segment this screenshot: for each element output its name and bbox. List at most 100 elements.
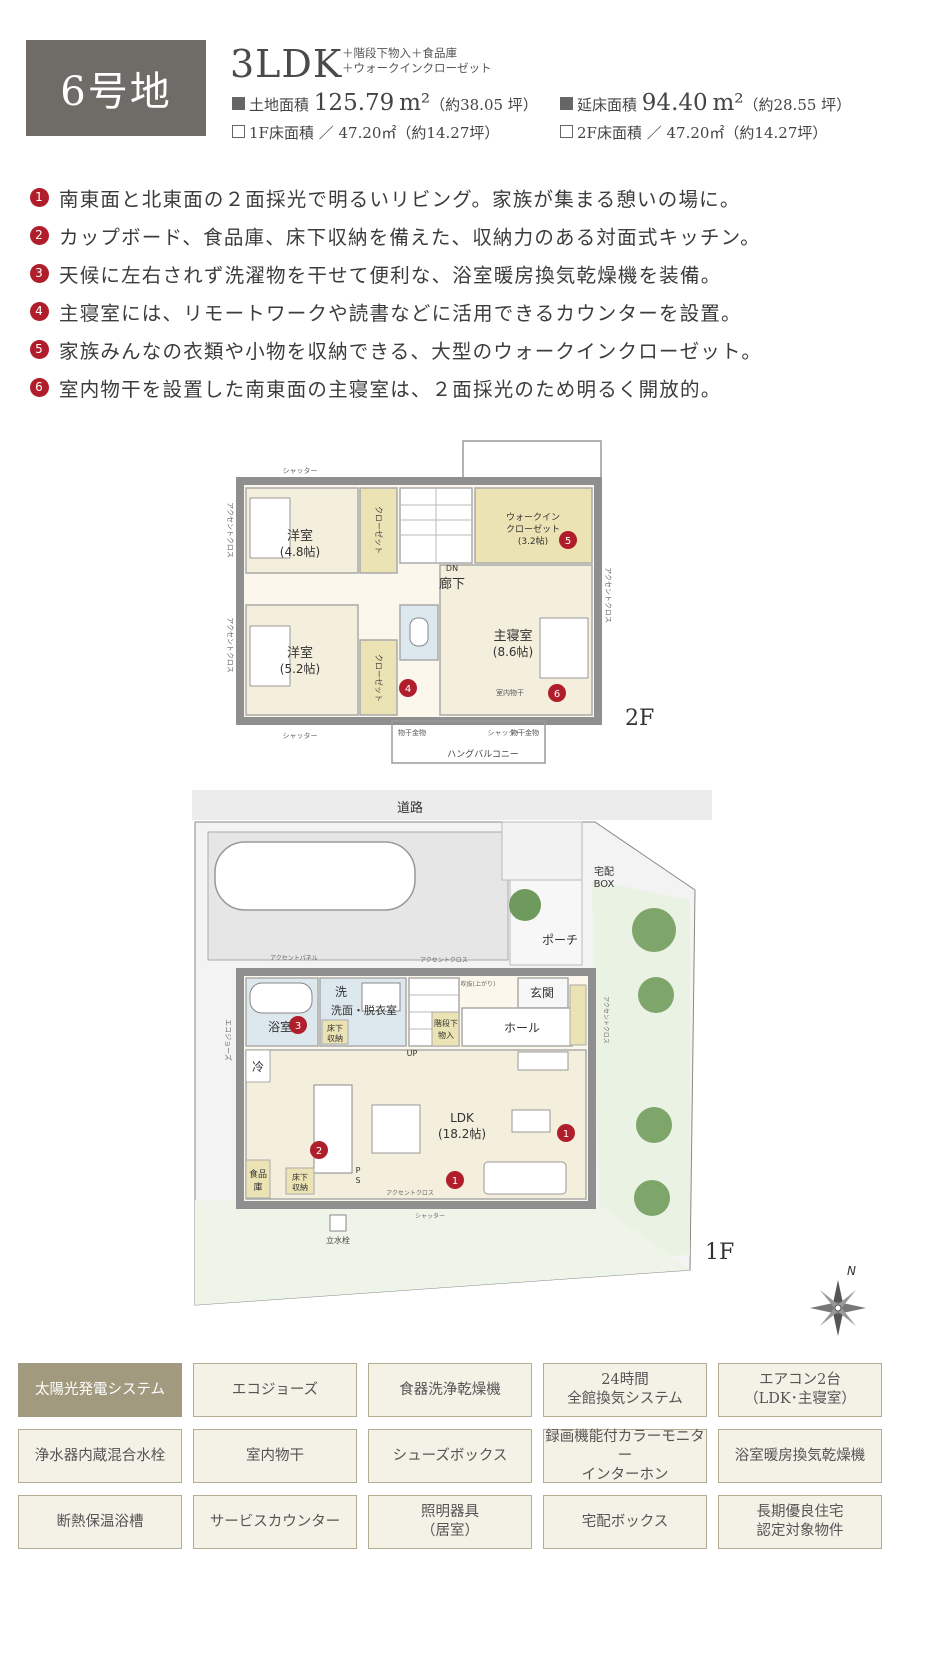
- ps-label-1: P: [356, 1166, 361, 1175]
- shutter-label: シャッター: [283, 731, 318, 740]
- tv-board-icon: [517, 1051, 569, 1071]
- room-a-size: (4.8帖): [280, 544, 320, 559]
- number-badge-icon: [557, 1124, 575, 1142]
- delivery-box-label-1: 宅配: [594, 865, 614, 878]
- empty-square-icon: [232, 125, 245, 138]
- land-area-unit: m²: [399, 90, 431, 116]
- hanging-balcony-label: ハングバルコニー: [447, 748, 519, 760]
- indoor-dry-label: 室内物干: [496, 688, 524, 697]
- equipment-item: 長期優良住宅 認定対象物件: [718, 1495, 882, 1549]
- ldk-label: LDK: [450, 1111, 475, 1125]
- number-badge-icon: [289, 1016, 307, 1034]
- equipment-item: サービスカウンター: [193, 1495, 357, 1549]
- floor1-area-row: 1F床面積 ／ 47.20㎡（約14.27坪）: [232, 122, 499, 143]
- equipment-item: エコジョーズ: [193, 1363, 357, 1417]
- number-badge-icon: 5: [30, 339, 49, 359]
- hall-label: ホール: [504, 1021, 540, 1035]
- feature-text: 室内物干を設置した南東面の主寝室は、２面採光のため明るく開放的。: [59, 377, 722, 401]
- floor1-area-text: 1F床面積 ／ 47.20㎡（約14.27坪）: [249, 124, 500, 142]
- equipment-item: 照明器具 （居室）: [368, 1495, 532, 1549]
- accent-cross-label: アクセントクロス: [386, 1190, 434, 1197]
- tree-icon: [509, 889, 541, 921]
- equipment-item: 24時間 全館換気システム: [543, 1363, 707, 1417]
- pantry: [245, 1159, 271, 1199]
- floor-plan-1f: 道路 アクセントパネル アクセントクロス アクセントクロス アクセントクロス エ…: [192, 790, 712, 1306]
- shoe-box: [569, 984, 587, 1046]
- road-area: [192, 790, 712, 820]
- plan-extra-line-2: ＋ウォークインクローゼット: [342, 61, 492, 75]
- feature-item: 5 家族みんなの衣類や小物を収納できる、大型のウォークインクローゼット。: [30, 330, 762, 368]
- compass-icon: N: [810, 1264, 866, 1336]
- bath-label: 浴室: [268, 1019, 292, 1034]
- underfloor-storage: [321, 1019, 349, 1045]
- shutter-label: シャッター: [283, 466, 318, 475]
- ps-label-2: S: [355, 1176, 360, 1185]
- feature-text: 家族みんなの衣類や小物を収納できる、大型のウォークインクローゼット。: [59, 339, 763, 363]
- badge-number: 3: [295, 1021, 301, 1032]
- number-badge-icon: [446, 1171, 464, 1189]
- equipment-item: エアコン2台 （LDK･主寝室）: [718, 1363, 882, 1417]
- equipment-item: 太陽光発電システム: [18, 1363, 182, 1417]
- total-floor-area-label: 延床面積: [577, 96, 638, 114]
- wic-label-2: クローゼット: [506, 523, 560, 535]
- badge-number: 4: [405, 684, 411, 695]
- feature-text: 南東面と北東面の２面採光で明るいリビング。家族が集まる憩いの場に。: [59, 187, 741, 211]
- entrance: [517, 977, 569, 1009]
- bathtub-icon: [249, 982, 313, 1014]
- number-badge-icon: 4: [30, 301, 49, 321]
- number-badge-icon: [310, 1141, 328, 1159]
- dining-table-icon: [371, 1104, 421, 1154]
- kitchen-counter: [313, 1084, 353, 1174]
- accent-cross-label: アクセントクロス: [602, 996, 609, 1044]
- underfloor-label-1: 床下: [327, 1023, 343, 1033]
- room-b-label: 洋室: [287, 645, 313, 661]
- floor-label-1f: 1F: [705, 1240, 735, 1265]
- feature-item: 1 南東面と北東面の２面採光で明るいリビング。家族が集まる憩いの場に。: [30, 178, 762, 216]
- up-label: UP: [407, 1049, 418, 1058]
- underfloor-label-2: 収納: [327, 1033, 343, 1043]
- feature-text: カップボード、食品庫、床下収納を備えた、収納力のある対面式キッチン。: [59, 225, 761, 249]
- shutter-label: シャッター: [415, 1212, 445, 1220]
- car-icon: [214, 841, 416, 911]
- feature-text: 主寝室には、リモートワークや読書などに活用できるカウンターを設置。: [59, 301, 742, 325]
- filled-square-icon: [232, 97, 245, 110]
- equipment-item: 室内物干: [193, 1429, 357, 1483]
- feature-list: 1 南東面と北東面の２面採光で明るいリビング。家族が集まる憩いの場に。 2 カップボ…: [30, 178, 762, 406]
- feature-text: 天候に左右されず洗濯物を干せて便利な、浴室暖房換気乾燥機を装備。: [59, 263, 722, 287]
- room-a-label: 洋室: [287, 528, 313, 544]
- total-floor-area-tsubo: （約28.55 坪）: [743, 96, 852, 114]
- hanger-label: 物干金物: [511, 728, 539, 737]
- number-badge-icon: 2: [30, 225, 49, 245]
- equipment-item: 浄水器内蔵混合水栓: [18, 1429, 182, 1483]
- delivery-box-label-2: BOX: [594, 879, 615, 890]
- washbasin-icon: [361, 982, 401, 1012]
- tree-icon: [638, 977, 674, 1013]
- hall: [461, 1007, 573, 1047]
- equipment-item: シューズボックス: [368, 1429, 532, 1483]
- land-area-tsubo: （約38.05 坪）: [430, 96, 538, 114]
- number-badge-icon: [559, 531, 577, 549]
- badge-number: 1: [563, 1129, 569, 1140]
- top-balcony-outline: [462, 440, 602, 482]
- outdoor-faucet-icon: [329, 1214, 347, 1232]
- total-floor-area-value: 94.40: [641, 90, 708, 116]
- number-badge-icon: 3: [30, 263, 49, 283]
- total-floor-area-unit: m²: [712, 90, 744, 116]
- compass-north-label: N: [847, 1264, 856, 1278]
- hanging-balcony-outline: [391, 720, 546, 764]
- ecojozu-label: エコジョーズ: [224, 1019, 233, 1061]
- pantry-label-2: 庫: [253, 1181, 262, 1193]
- wic-size: (3.2帖): [518, 535, 548, 547]
- feature-item: 2 カップボード、食品庫、床下収納を備えた、収納力のある対面式キッチン。: [30, 216, 762, 254]
- badge-number: 5: [565, 536, 571, 547]
- empty-square-icon: [560, 125, 573, 138]
- tiled-path: [501, 821, 583, 881]
- master-bedroom-label: 主寝室: [493, 628, 532, 644]
- feature-item: 4 主寝室には、リモートワークや読書などに活用できるカウンターを設置。: [30, 292, 762, 330]
- low-table-icon: [511, 1109, 551, 1133]
- bed-icon: [539, 617, 589, 679]
- walk-in-closet: [474, 487, 593, 564]
- number-badge-icon: 1: [30, 187, 49, 207]
- plan-extra-line-1: ＋階段下物入＋食品庫: [342, 46, 457, 60]
- wash-char: 洗: [335, 985, 347, 999]
